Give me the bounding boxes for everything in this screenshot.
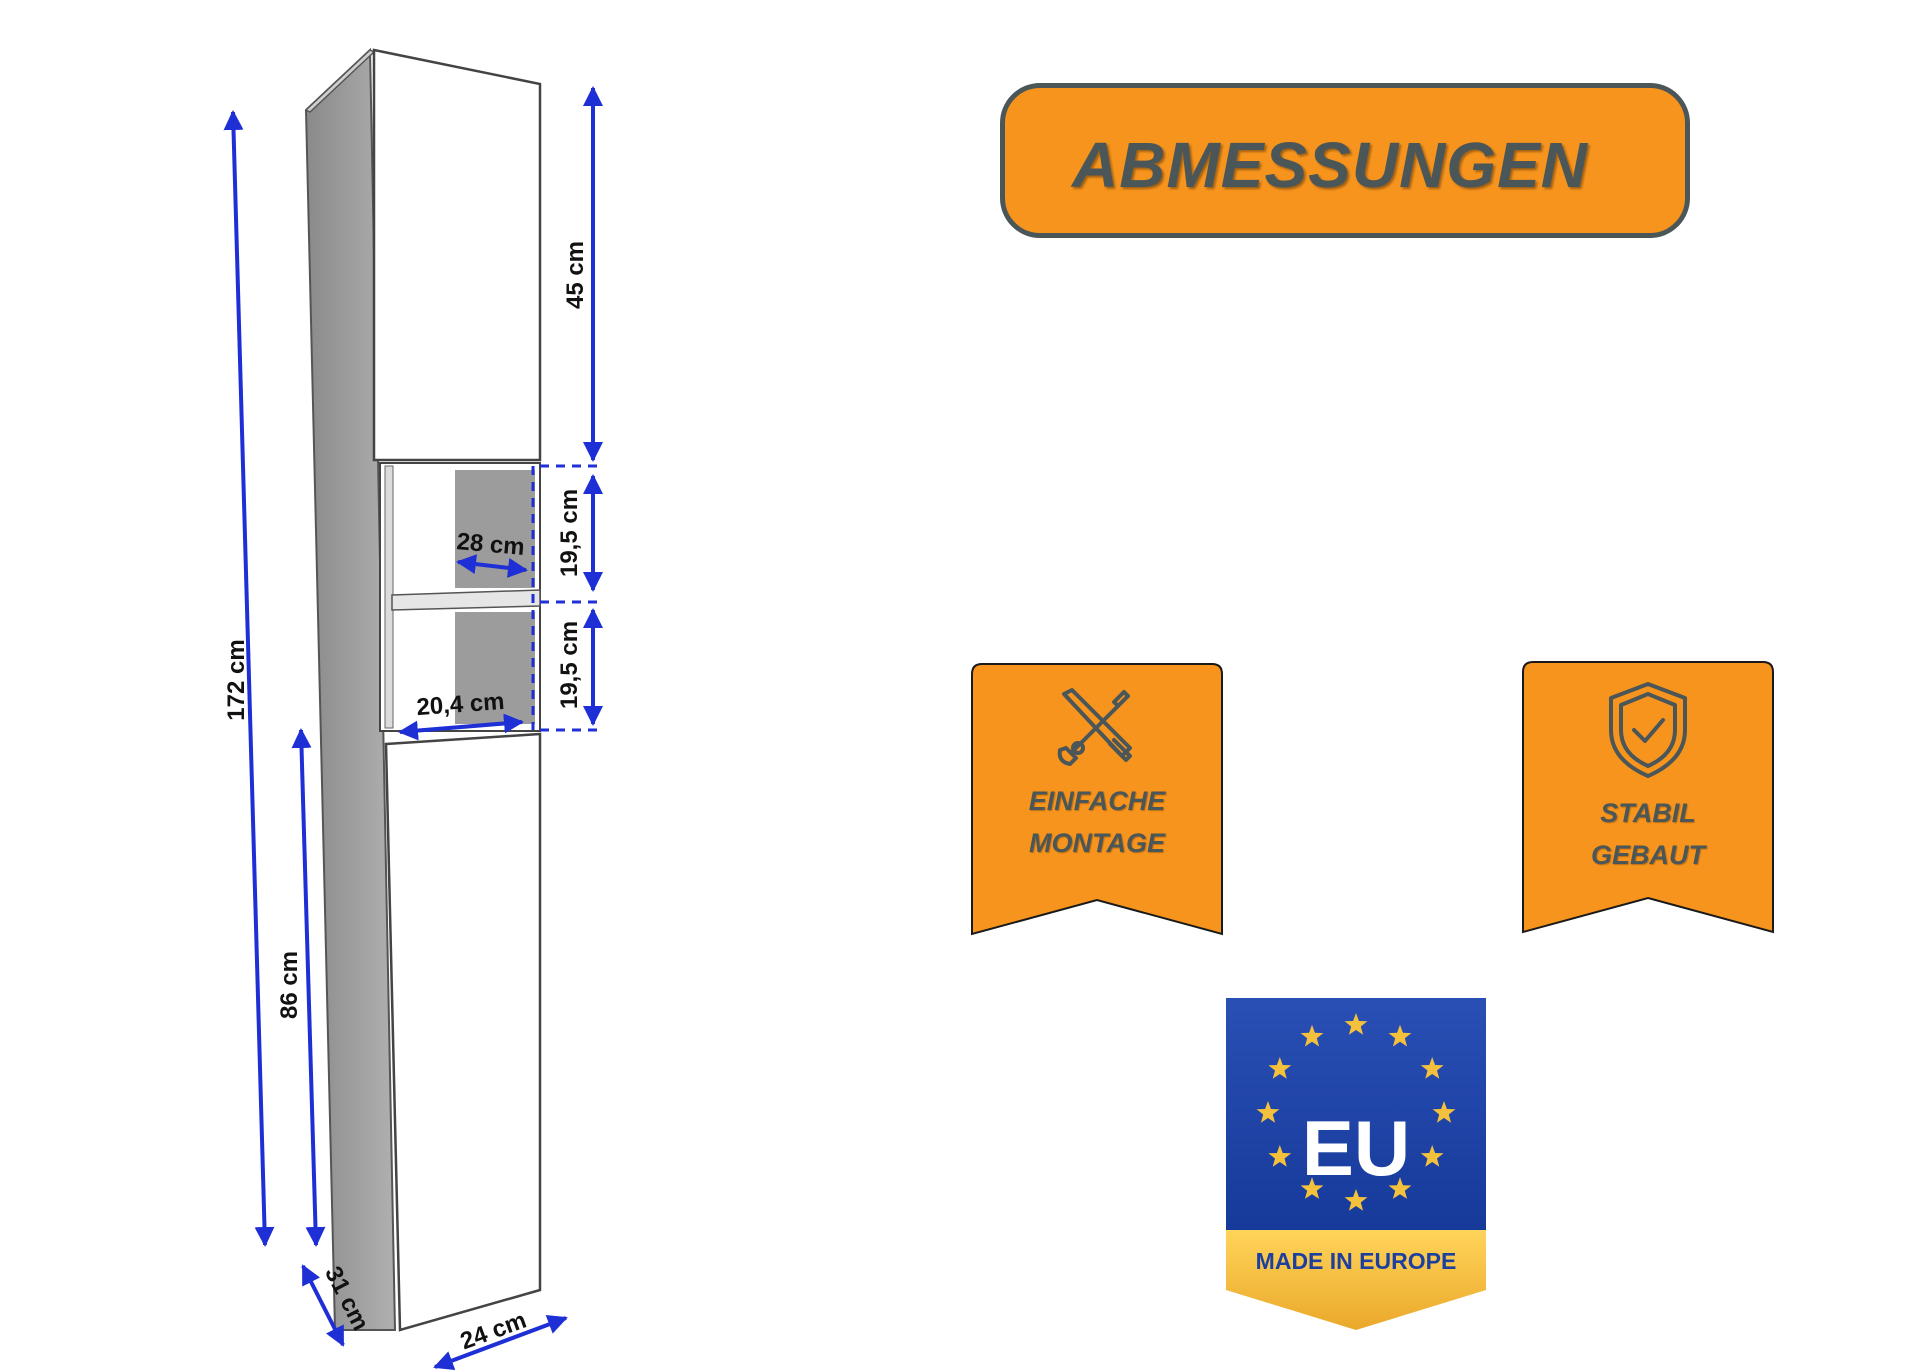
star-icon — [1344, 1189, 1368, 1211]
shelf-upper-label: 19,5 cm — [556, 489, 583, 577]
feature-line1: EINFACHE — [1028, 786, 1166, 816]
width-arrow — [433, 1314, 568, 1370]
star-icon — [1268, 1057, 1292, 1079]
feature-line2: GEBAUT — [1591, 840, 1705, 870]
star-icon — [1432, 1101, 1456, 1123]
feature-label-stable: STABIL GEBAUT — [1521, 792, 1775, 876]
inner-width-lower-label: 20,4 cm — [416, 688, 506, 721]
eu-flag-shield — [1226, 998, 1486, 1330]
eu-text: EU — [1301, 1104, 1411, 1192]
badge-background — [1522, 661, 1774, 934]
star-icon — [1344, 1013, 1368, 1035]
feature-line1: STABIL — [1600, 798, 1696, 828]
badge-background — [971, 663, 1223, 936]
lower-height-arrow — [291, 728, 326, 1247]
made-in-europe-badge: EU MADE IN EUROPE — [1226, 998, 1486, 1330]
dimension-arrows — [223, 86, 603, 1370]
star-icon — [1388, 1024, 1412, 1047]
star-icon — [1300, 1024, 1324, 1047]
cabinet — [304, 47, 542, 1332]
made-in-europe-text: MADE IN EUROPE — [1255, 1248, 1457, 1274]
depth-arrow — [301, 1264, 345, 1347]
lower-height-label: 86 cm — [276, 951, 303, 1019]
shelf — [391, 589, 541, 611]
shield-check-icon — [1521, 680, 1775, 780]
dashed-guides — [531, 464, 600, 732]
star-icon — [1268, 1145, 1292, 1167]
feature-line2: MONTAGE — [1029, 828, 1165, 858]
lower-door — [384, 732, 542, 1332]
tools-icon — [970, 682, 1224, 772]
compartment-back-lower — [455, 612, 535, 724]
width-label: 24 cm — [457, 1307, 530, 1356]
top-door-label: 45 cm — [562, 241, 589, 309]
feature-badge-stable: STABIL GEBAUT — [1521, 660, 1775, 936]
total-height-label: 172 cm — [223, 639, 250, 720]
total-height-arrow — [223, 110, 275, 1247]
feature-label-assembly: EINFACHE MONTAGE — [970, 780, 1224, 864]
star-icon — [1388, 1177, 1412, 1199]
star-icon — [1300, 1177, 1324, 1199]
inner-width-upper-arrow — [456, 554, 528, 578]
eu-stars — [1256, 1013, 1456, 1211]
title-banner: ABMESSUNGEN — [1000, 83, 1690, 238]
shelf-lower-label: 19,5 cm — [556, 621, 583, 709]
inner-width-lower-arrow — [398, 713, 524, 741]
star-icon — [1256, 1101, 1280, 1123]
page-title: ABMESSUNGEN — [1072, 129, 1588, 201]
star-icon — [1420, 1145, 1444, 1167]
inner-width-upper-label: 28 cm — [456, 528, 526, 561]
feature-badge-assembly: EINFACHE MONTAGE — [970, 662, 1224, 938]
star-icon — [1420, 1057, 1444, 1079]
top-door — [372, 48, 542, 462]
